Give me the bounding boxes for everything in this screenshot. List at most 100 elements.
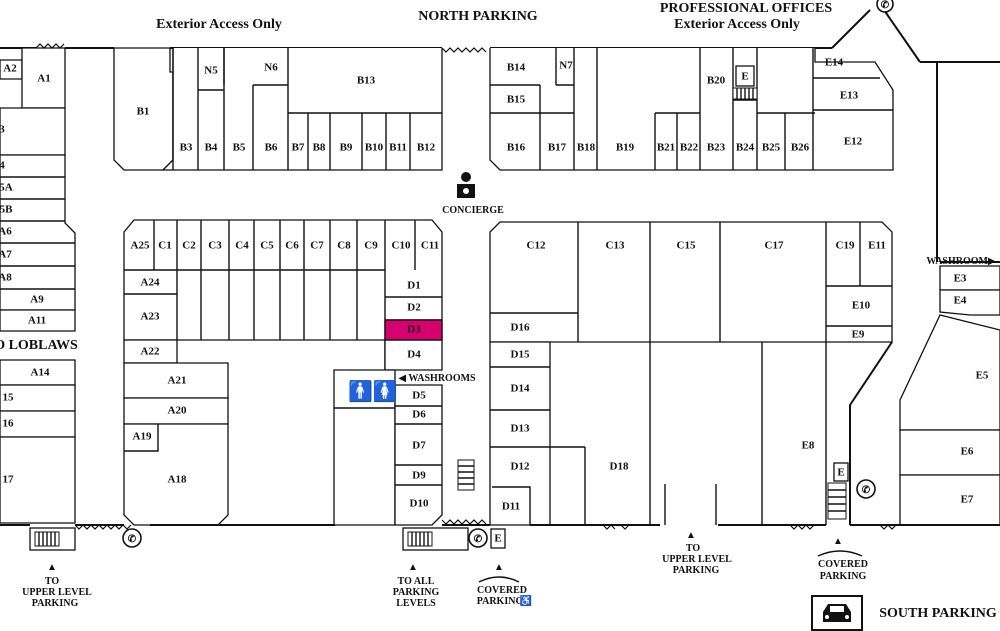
unit-d4[interactable]: D4 bbox=[407, 349, 421, 361]
unit-b17[interactable]: B17 bbox=[548, 142, 567, 154]
unit-b23[interactable]: B23 bbox=[707, 142, 726, 154]
upper-level-parking-left[interactable]: ▲ TO UPPER LEVEL PARKING bbox=[22, 562, 92, 609]
unit-c15[interactable]: C15 bbox=[677, 240, 696, 252]
unit-c6[interactable]: C6 bbox=[285, 240, 299, 252]
unit-a9[interactable]: A9 bbox=[30, 294, 44, 306]
unit-e6[interactable]: E6 bbox=[961, 446, 974, 458]
unit-b22[interactable]: B22 bbox=[680, 142, 699, 154]
unit-n5[interactable]: N5 bbox=[204, 65, 218, 77]
covered-parking-center[interactable]: ▲ COVERED PARKING ♿ bbox=[477, 562, 532, 607]
unit-d10[interactable]: D10 bbox=[410, 498, 429, 510]
unit-d18[interactable]: D18 bbox=[610, 461, 629, 473]
unit-e14[interactable]: E14 bbox=[825, 57, 844, 69]
unit-b18[interactable]: B18 bbox=[577, 142, 596, 154]
unit-e7[interactable]: E7 bbox=[961, 494, 974, 506]
unit-e4[interactable]: E4 bbox=[954, 295, 967, 307]
unit-c2[interactable]: C2 bbox=[182, 240, 196, 252]
unit-c12[interactable]: C12 bbox=[527, 240, 546, 252]
unit-c3[interactable]: C3 bbox=[208, 240, 222, 252]
unit-e13[interactable]: E13 bbox=[840, 90, 859, 102]
unit-d9[interactable]: D9 bbox=[412, 470, 426, 482]
unit-a17[interactable]: 17 bbox=[3, 474, 15, 486]
unit-d3[interactable]: D3 bbox=[407, 324, 421, 336]
unit-b5[interactable]: B5 bbox=[233, 142, 246, 154]
unit-e10[interactable]: E10 bbox=[852, 300, 871, 312]
highlighted-unit-d3[interactable] bbox=[384, 319, 443, 341]
unit-b8[interactable]: B8 bbox=[313, 142, 326, 154]
unit-d11[interactable]: D11 bbox=[502, 501, 520, 513]
unit-b26[interactable]: B26 bbox=[791, 142, 810, 154]
unit-a19[interactable]: A19 bbox=[133, 431, 152, 443]
unit-b24[interactable]: B24 bbox=[736, 142, 755, 154]
unit-d12[interactable]: D12 bbox=[511, 461, 530, 473]
unit-a5b[interactable]: 5B bbox=[0, 204, 13, 216]
unit-d7[interactable]: D7 bbox=[412, 440, 426, 452]
unit-c8[interactable]: C8 bbox=[337, 240, 351, 252]
unit-c19[interactable]: C19 bbox=[836, 240, 855, 252]
unit-c11[interactable]: C11 bbox=[421, 240, 439, 252]
unit-a18[interactable]: A18 bbox=[168, 474, 187, 486]
unit-e9[interactable]: E9 bbox=[852, 329, 865, 341]
unit-a15[interactable]: 15 bbox=[3, 392, 15, 404]
unit-c10[interactable]: C10 bbox=[392, 240, 411, 252]
unit-b20[interactable]: B20 bbox=[707, 75, 726, 87]
unit-a5a[interactable]: 5A bbox=[0, 182, 13, 194]
unit-a8[interactable]: A8 bbox=[0, 272, 12, 284]
unit-a25[interactable]: A25 bbox=[131, 240, 150, 252]
unit-b15[interactable]: B15 bbox=[507, 94, 526, 106]
unit-c5[interactable]: C5 bbox=[260, 240, 274, 252]
unit-b4[interactable]: B4 bbox=[205, 142, 218, 154]
unit-b21[interactable]: B21 bbox=[657, 142, 675, 154]
unit-a22[interactable]: A22 bbox=[141, 346, 160, 358]
unit-b12[interactable]: B12 bbox=[417, 142, 436, 154]
unit-e5[interactable]: E5 bbox=[976, 370, 989, 382]
unit-c9[interactable]: C9 bbox=[364, 240, 378, 252]
unit-b13[interactable]: B13 bbox=[357, 75, 376, 87]
unit-a14[interactable]: A14 bbox=[31, 367, 50, 379]
unit-b10[interactable]: B10 bbox=[365, 142, 384, 154]
upper-level-parking-center[interactable]: ▲ TO UPPER LEVEL PARKING bbox=[662, 530, 732, 576]
unit-b7[interactable]: B7 bbox=[292, 142, 305, 154]
unit-e12[interactable]: E12 bbox=[844, 136, 863, 148]
unit-e8[interactable]: E8 bbox=[802, 440, 815, 452]
unit-a1[interactable]: A1 bbox=[37, 73, 50, 85]
unit-a4[interactable]: 4 bbox=[0, 160, 5, 172]
unit-c4[interactable]: C4 bbox=[235, 240, 249, 252]
unit-d16[interactable]: D16 bbox=[511, 322, 530, 334]
unit-a20[interactable]: A20 bbox=[168, 405, 187, 417]
unit-b19[interactable]: B19 bbox=[616, 142, 635, 154]
unit-a23[interactable]: A23 bbox=[141, 311, 160, 323]
unit-a6[interactable]: A6 bbox=[0, 226, 12, 238]
unit-n6[interactable]: N6 bbox=[264, 62, 278, 74]
unit-a3[interactable]: 3 bbox=[0, 124, 5, 136]
unit-b25[interactable]: B25 bbox=[762, 142, 781, 154]
all-parking-levels[interactable]: ▲ TO ALL PARKING LEVELS bbox=[393, 562, 440, 609]
unit-b9[interactable]: B9 bbox=[340, 142, 353, 154]
unit-c7[interactable]: C7 bbox=[310, 240, 324, 252]
unit-d13[interactable]: D13 bbox=[511, 423, 530, 435]
unit-c17[interactable]: C17 bbox=[765, 240, 784, 252]
unit-a2[interactable]: A2 bbox=[3, 63, 17, 75]
unit-b14[interactable]: B14 bbox=[507, 62, 526, 74]
unit-n7[interactable]: N7 bbox=[559, 60, 573, 72]
unit-d6[interactable]: D6 bbox=[412, 409, 426, 421]
unit-e3[interactable]: E3 bbox=[954, 273, 967, 285]
unit-a16[interactable]: 16 bbox=[3, 418, 15, 430]
unit-c1[interactable]: C1 bbox=[158, 240, 171, 252]
unit-b1[interactable]: B1 bbox=[137, 106, 150, 118]
unit-d5[interactable]: D5 bbox=[412, 390, 426, 402]
unit-d1[interactable]: D1 bbox=[407, 280, 420, 292]
covered-parking-right[interactable]: ▲ COVERED PARKING bbox=[817, 536, 868, 582]
unit-e11[interactable]: E11 bbox=[868, 240, 886, 252]
unit-b16[interactable]: B16 bbox=[507, 142, 526, 154]
unit-b6[interactable]: B6 bbox=[265, 142, 278, 154]
unit-c13[interactable]: C13 bbox=[606, 240, 625, 252]
unit-b3[interactable]: B3 bbox=[180, 142, 193, 154]
unit-b11[interactable]: B11 bbox=[389, 142, 407, 154]
unit-d15[interactable]: D15 bbox=[511, 349, 530, 361]
unit-d14[interactable]: D14 bbox=[511, 383, 530, 395]
unit-a7[interactable]: A7 bbox=[0, 249, 12, 261]
unit-d2[interactable]: D2 bbox=[407, 302, 421, 314]
unit-a21[interactable]: A21 bbox=[168, 375, 187, 387]
unit-a11[interactable]: A11 bbox=[28, 315, 46, 327]
